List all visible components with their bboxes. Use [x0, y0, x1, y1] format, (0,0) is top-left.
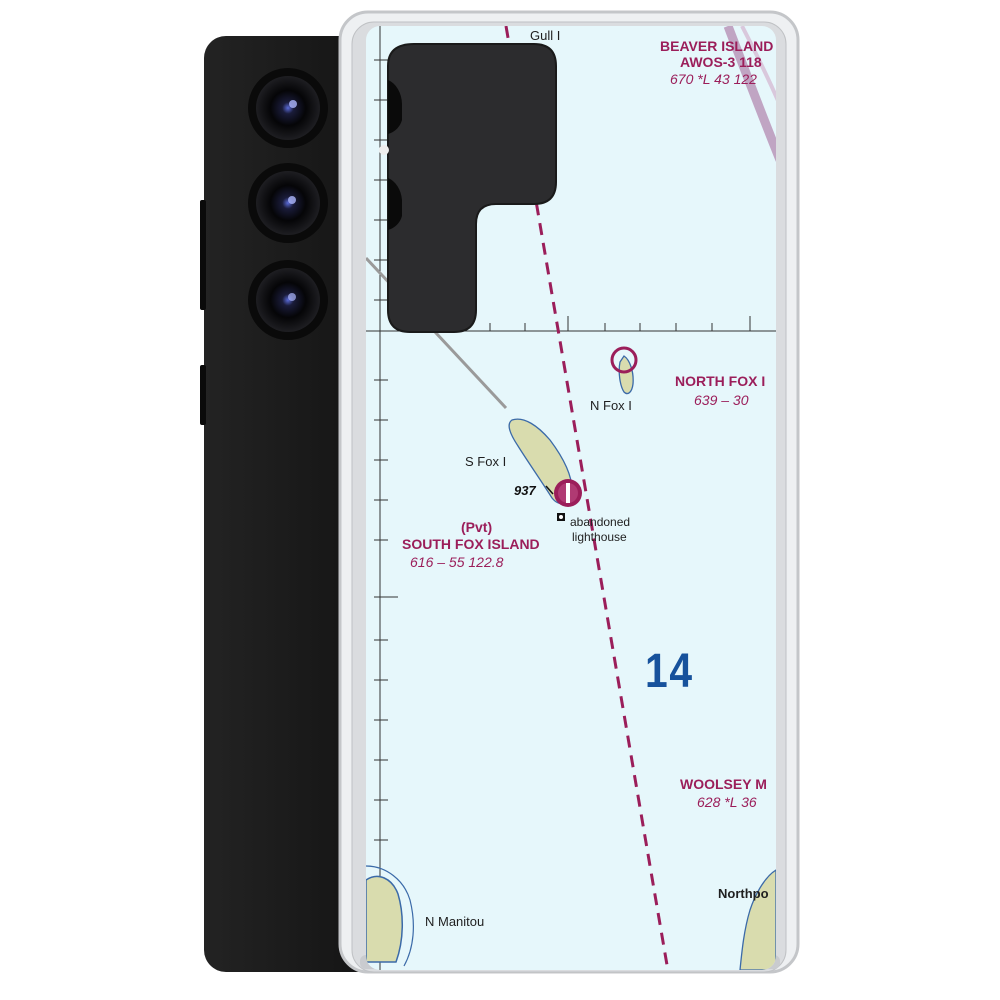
n-manitou-label: N Manitou: [425, 914, 485, 929]
elevation-label: 937: [514, 483, 536, 498]
case-camera-cutout: [387, 43, 557, 333]
south-fox-pvt-label: (Pvt): [461, 519, 493, 535]
circle-airport-icon: [610, 346, 638, 374]
black-phone-side-button-lower: [200, 365, 206, 425]
n-fox-island-label: N Fox I: [590, 398, 632, 413]
north-fox-island-data: 639 – 30: [694, 392, 749, 408]
camera-lens-icon: [248, 163, 328, 243]
s-fox-island-label: S Fox I: [465, 454, 507, 469]
beaver-island-data: 670 *L 43 122: [670, 71, 757, 87]
beaver-island-name: BEAVER ISLAND: [660, 38, 774, 54]
black-phone-side-button: [200, 200, 206, 310]
lighthouse-label: lighthouse: [572, 530, 627, 544]
camera-lens-icon: [248, 68, 328, 148]
n-manitou-island: [366, 875, 404, 963]
gull-island-label: Gull I: [530, 28, 561, 43]
northport-land: [739, 868, 776, 970]
circle-airport-icon: [554, 479, 582, 507]
south-fox-island-data: 616 – 55 122.8: [410, 554, 504, 570]
north-fox-island-name: NORTH FOX I: [675, 373, 766, 389]
sector-number: 14: [645, 645, 694, 698]
longitude-ticks: [374, 59, 398, 841]
abandoned-label: abandoned: [570, 515, 631, 529]
woolsey-name: WOOLSEY M: [680, 776, 767, 792]
beaver-island-awos: AWOS-3 118: [680, 54, 762, 70]
airspace-ring: [723, 26, 776, 162]
woolsey-data: 628 *L 36: [697, 794, 757, 810]
square-dot-icon: [557, 513, 565, 521]
northport-label: Northpo: [718, 886, 769, 901]
south-fox-island-name: SOUTH FOX ISLAND: [402, 536, 540, 552]
camera-lens-icon: [248, 260, 328, 340]
